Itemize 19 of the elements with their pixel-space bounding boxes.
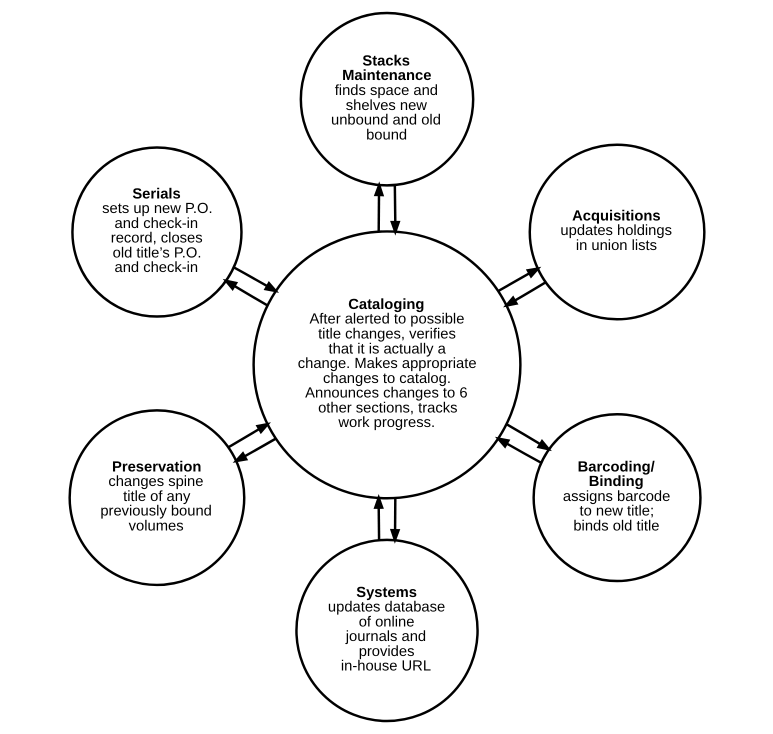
arrow — [222, 278, 268, 306]
arrow — [232, 266, 279, 293]
node-circle: Acquisitions updates holdings in union lists — [528, 143, 706, 321]
node-circle: Preservation changes spine title of any previously bound volumes — [68, 409, 245, 586]
arrow — [389, 498, 400, 544]
node-circle: Systems updates database of online journals and provides in-house URL — [294, 538, 478, 722]
arrow — [373, 494, 384, 540]
node-circle: Serials sets up new P.O. and check-in record, closes old title’s P.O. and check-in — [70, 146, 242, 318]
arrow — [232, 438, 276, 463]
arrow — [497, 266, 541, 292]
arrow — [373, 181, 384, 232]
arrow — [494, 436, 542, 464]
arrow — [390, 185, 400, 236]
arrow — [227, 422, 270, 448]
arrow — [505, 423, 552, 452]
arrow — [502, 281, 546, 308]
node-circle: Barcoding/ Binding assigns barcode to new title; binds old title — [532, 413, 702, 582]
node-circle: Stacks Maintenance finds space and shelves new unbound and old bound — [299, 12, 474, 187]
node-circle: Cataloging After alerted to possible title changes, verifies that it is actually a change. Makes appropriate changes to catalog. Announces changes to 6 other sections, tracks work progress. — [252, 230, 522, 500]
